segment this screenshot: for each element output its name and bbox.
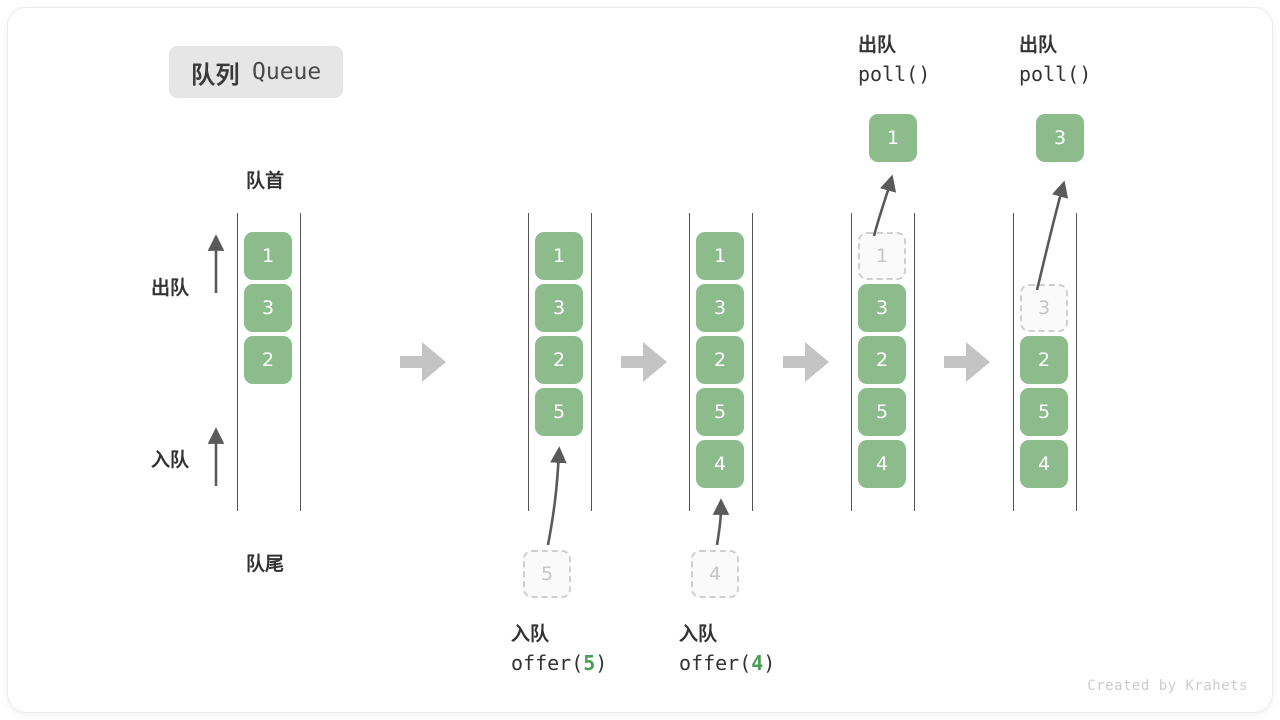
- queue-item: 4: [858, 440, 906, 488]
- rail-right-col4: [914, 213, 915, 511]
- poll-result-item: 3: [1036, 114, 1084, 162]
- rail-left-col2: [528, 213, 529, 511]
- rail-right-col3: [752, 213, 753, 511]
- title-cn: 队列: [191, 61, 240, 89]
- pending-item-ghost: 4: [691, 550, 739, 598]
- queue-item: 1: [535, 232, 583, 280]
- queue-item: 4: [696, 440, 744, 488]
- queue-item: 1: [696, 232, 744, 280]
- operation-label-offer-5: 入队 offer(5): [511, 622, 607, 677]
- queue-item: 5: [696, 388, 744, 436]
- rail-right-col1: [300, 213, 301, 511]
- operation-label-offer-4: 入队 offer(4): [679, 622, 775, 677]
- queue-item: 4: [1020, 440, 1068, 488]
- queue-item: 5: [858, 388, 906, 436]
- rail-right-col5: [1076, 213, 1077, 511]
- step-arrow: [621, 342, 667, 382]
- removed-item-ghost: 3: [1020, 284, 1068, 332]
- operation-code: poll(): [858, 61, 931, 86]
- pending-item-ghost: 5: [523, 550, 571, 598]
- poll-result-item: 1: [869, 114, 917, 162]
- operation-code: offer(4): [679, 650, 776, 675]
- step-arrow: [400, 342, 446, 382]
- rail-left-col3: [689, 213, 690, 511]
- operation-code: offer(5): [511, 650, 608, 675]
- queue-item: 2: [858, 336, 906, 384]
- offer-5-insert-arrow: [546, 446, 567, 546]
- step-arrow: [783, 342, 829, 382]
- queue-item: 2: [696, 336, 744, 384]
- queue-item: 2: [244, 336, 292, 384]
- removed-item-ghost: 1: [858, 232, 906, 280]
- rail-left-col5: [1013, 213, 1014, 511]
- poll-1-remove-arrow: [872, 174, 897, 237]
- enqueue-label-initial: 入队: [151, 450, 190, 471]
- title-en: Queue: [252, 59, 322, 85]
- operation-name-cn: 出队: [858, 35, 897, 56]
- operation-label-poll-1: 出队 poll(): [858, 33, 930, 88]
- diagram-card: 队列 Queue 队首 队尾 出队 入队 1 3 2 1 3 2 5 5 入队 …: [8, 8, 1272, 712]
- step-arrow: [944, 342, 990, 382]
- dequeue-label-initial: 出队: [151, 278, 190, 299]
- queue-item: 2: [1020, 336, 1068, 384]
- queue-item: 5: [535, 388, 583, 436]
- watermark: Created by Krahets: [1087, 678, 1248, 694]
- offer-4-insert-arrow: [712, 498, 730, 546]
- queue-head-label: 队首: [246, 171, 285, 192]
- operation-name-cn: 入队: [679, 624, 718, 645]
- queue-item: 3: [535, 284, 583, 332]
- queue-item: 2: [535, 336, 583, 384]
- operation-name-cn: 入队: [511, 624, 550, 645]
- queue-item: 3: [858, 284, 906, 332]
- diagram-stage: 队列 Queue 队首 队尾 出队 入队 1 3 2 1 3 2 5 5 入队 …: [8, 8, 1272, 712]
- queue-item: 3: [696, 284, 744, 332]
- rail-left-col1: [237, 213, 238, 511]
- rail-right-col2: [591, 213, 592, 511]
- queue-tail-label: 队尾: [246, 554, 285, 575]
- rail-left-col4: [851, 213, 852, 511]
- operation-label-poll-3: 出队 poll(): [1019, 33, 1091, 88]
- queue-item: 1: [244, 232, 292, 280]
- arrow-overlay: [207, 174, 1069, 546]
- poll-3-remove-arrow: [1035, 180, 1069, 291]
- title-badge: 队列 Queue: [169, 46, 344, 98]
- operation-code: poll(): [1019, 61, 1092, 86]
- operation-name-cn: 出队: [1019, 35, 1058, 56]
- queue-item: 5: [1020, 388, 1068, 436]
- queue-item: 3: [244, 284, 292, 332]
